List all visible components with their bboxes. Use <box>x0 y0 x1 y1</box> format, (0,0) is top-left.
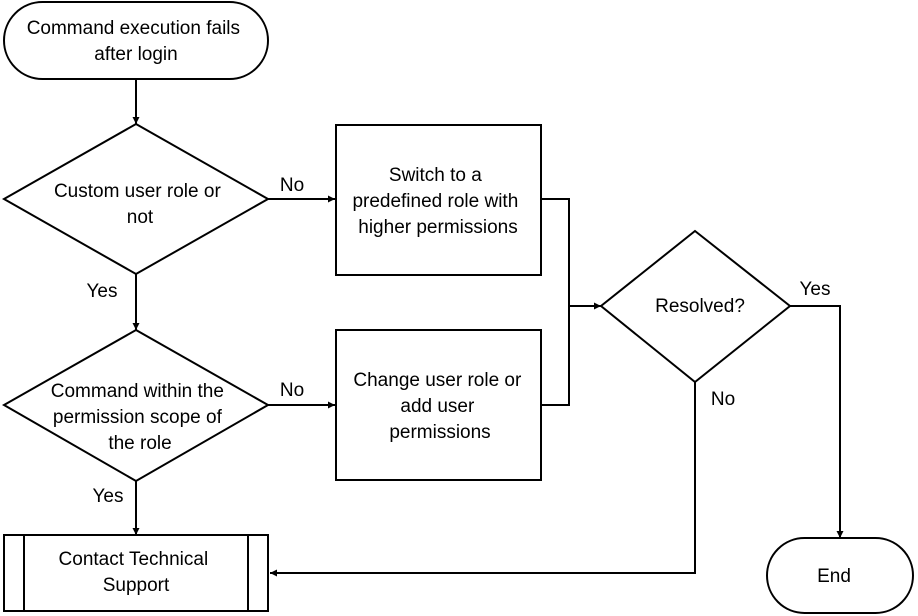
permission-scope-line-1: Command within the <box>51 381 224 402</box>
start-label-line-1: Command execution fails <box>27 18 240 39</box>
change-role-line-2: add user <box>400 396 475 417</box>
edge-resolved-yes-to-end <box>790 305 844 538</box>
contact-support-label: Contact Technical Support <box>59 549 214 596</box>
resolved-yes-label: Yes <box>800 279 831 300</box>
switch-role-line-1: Switch to a <box>389 165 482 186</box>
change-role-line-1: Change user role or <box>353 370 522 391</box>
custom-yes-label: Yes <box>87 281 118 302</box>
custom-role-decision-line-1: Custom user role or <box>54 181 222 202</box>
start-terminator: Command execution fails after login <box>3 1 269 80</box>
resolved-label: Resolved? <box>655 296 745 317</box>
edge-resolved-no-to-support <box>270 382 696 577</box>
switch-role-line-2: predefined role with <box>352 191 518 212</box>
switch-role-process: Switch to a predefined role with higher … <box>335 124 542 276</box>
change-role-process: Change user role or add user permissions <box>335 329 542 481</box>
edge-switch-to-merge <box>541 198 570 306</box>
custom-no-label: No <box>280 175 304 196</box>
end-label-line-1: End <box>817 566 851 587</box>
end-terminator: End <box>766 537 914 614</box>
contact-support-process: Contact Technical Support <box>3 534 269 612</box>
connectors <box>132 80 844 577</box>
switch-role-label: Switch to a predefined role with higher … <box>352 165 523 238</box>
change-role-line-3: permissions <box>389 422 490 443</box>
custom-role-decision: Custom user role or not <box>1 122 271 276</box>
permission-scope-label: Command within the permission scope of t… <box>51 381 229 454</box>
edge-labels: No Yes No Yes Yes No <box>87 175 831 507</box>
scope-no-label: No <box>280 380 304 401</box>
resolved-no-label: No <box>711 389 735 410</box>
change-role-label: Change user role or add user permissions <box>353 370 526 443</box>
contact-support-line-2: Support <box>103 575 170 596</box>
custom-role-decision-line-2: not <box>127 207 154 228</box>
switch-role-line-3: higher permissions <box>358 217 517 238</box>
permission-scope-line-2: permission scope of <box>53 407 223 428</box>
scope-yes-label: Yes <box>93 486 124 507</box>
contact-support-line-1: Contact Technical <box>59 549 209 570</box>
start-label: Command execution fails after login <box>27 18 246 65</box>
end-label: End <box>817 566 851 587</box>
permission-scope-decision: Command within the permission scope of t… <box>1 328 271 483</box>
resolved-decision: Resolved? <box>599 229 792 384</box>
custom-role-decision-label: Custom user role or not <box>54 181 226 228</box>
edge-change-to-merge <box>541 306 570 406</box>
permission-scope-line-3: the role <box>108 433 171 454</box>
resolved-line-1: Resolved? <box>655 296 745 317</box>
start-label-line-2: after login <box>94 44 177 65</box>
